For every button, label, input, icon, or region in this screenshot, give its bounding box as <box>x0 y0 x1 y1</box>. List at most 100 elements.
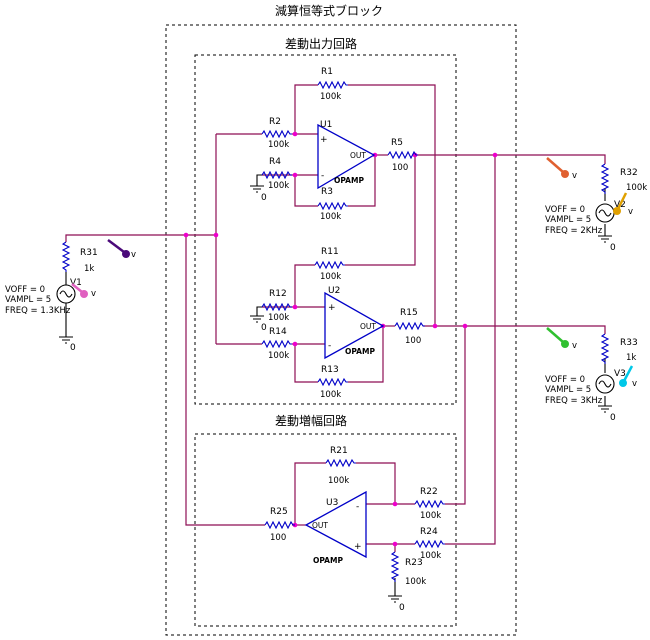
opamp-u1[interactable]: U1 + - OUT OPAMP <box>317 120 376 190</box>
resistor-r4-value: 100k <box>268 181 289 191</box>
source-v2-voff: VOFF = 0 <box>545 205 585 215</box>
resistor-r22[interactable]: R22 100k <box>414 487 445 521</box>
resistor-r11[interactable]: R11 100k <box>314 247 345 282</box>
resistor-r24-name: R24 <box>420 527 438 537</box>
opamp-u1-out: OUT <box>350 151 366 160</box>
resistor-r22-value: 100k <box>420 511 441 521</box>
probe-v3[interactable]: v <box>619 365 637 389</box>
resistor-r11-value: 100k <box>320 272 341 282</box>
ground-v3: 0 <box>598 405 616 423</box>
resistor-r12-value: 100k <box>268 313 289 323</box>
resistor-r32[interactable]: R32 100k <box>600 163 647 194</box>
source-v1-freq: FREQ = 1.3KHz <box>5 306 71 316</box>
resistor-r32-value: 100k <box>626 183 647 193</box>
probe-v1-source[interactable]: v <box>71 283 96 299</box>
resistor-r12[interactable]: R12 100k <box>261 289 292 323</box>
source-v3[interactable]: V3 VOFF = 0 VAMPL = 5 FREQ = 3KHz <box>545 369 626 406</box>
resistor-r4-name: R4 <box>269 157 281 167</box>
resistor-r5[interactable]: R5 100 <box>387 138 418 173</box>
resistor-r1-value: 100k <box>320 92 341 102</box>
probe-r32[interactable]: v <box>546 157 577 181</box>
diff-out-block-title: 差動出力回路 <box>285 36 357 51</box>
source-v3-name: V3 <box>614 369 626 379</box>
ground-u1-r4: 0 <box>250 185 267 203</box>
resistor-r11-name: R11 <box>321 247 339 257</box>
probe-v1-node[interactable]: v <box>107 239 136 260</box>
resistor-r13-name: R13 <box>321 365 339 375</box>
opamp-u2-out: OUT <box>360 322 376 331</box>
resistor-r1[interactable]: R1 100k <box>317 67 348 102</box>
resistor-r4[interactable]: R4 100k <box>261 157 292 191</box>
ground-label: 0 <box>70 343 76 353</box>
opamp-u2-type: OPAMP <box>345 347 375 356</box>
source-v3-freq: FREQ = 3KHz <box>545 396 603 406</box>
resistor-r15[interactable]: R15 100 <box>394 308 425 346</box>
resistor-r31[interactable]: R31 1k <box>61 241 98 274</box>
probe-label: v <box>131 250 136 260</box>
resistor-r14[interactable]: R14 100k <box>261 327 292 361</box>
opamp-u2[interactable]: U2 + - OUT OPAMP <box>324 286 385 360</box>
resistor-r32-name: R32 <box>620 168 638 178</box>
resistor-r13[interactable]: R13 100k <box>317 365 348 400</box>
opamp-u1-minus: - <box>321 171 324 181</box>
opamp-u2-name: U2 <box>328 286 340 296</box>
resistor-r23-value: 100k <box>405 577 426 587</box>
opamp-u2-minus: - <box>328 341 331 351</box>
resistor-r33-name: R33 <box>620 338 638 348</box>
ground-label: 0 <box>261 323 267 333</box>
resistor-r23[interactable]: R23 100k <box>390 551 426 587</box>
resistor-r21[interactable]: R21 100k <box>325 446 356 486</box>
probe-v2[interactable]: v <box>613 192 633 217</box>
resistor-r25[interactable]: R25 100 <box>264 507 295 543</box>
resistor-r22-name: R22 <box>420 487 438 497</box>
opamp-u1-name: U1 <box>320 120 332 130</box>
opamp-u3-out: OUT <box>312 521 328 530</box>
opamp-u3[interactable]: U3 - + OUT OPAMP <box>304 490 367 565</box>
wires <box>65 84 606 596</box>
probe-label: v <box>632 379 637 389</box>
source-v2-vampl: VAMPL = 5 <box>545 215 591 225</box>
source-v1-name: V1 <box>70 278 82 288</box>
resistor-r14-name: R14 <box>269 327 287 337</box>
resistor-r33[interactable]: R33 1k <box>600 333 638 364</box>
source-v3-vampl: VAMPL = 5 <box>545 385 591 395</box>
source-v2-freq: FREQ = 2KHz <box>545 226 603 236</box>
resistor-r14-value: 100k <box>268 351 289 361</box>
resistor-r31-value: 1k <box>84 264 94 274</box>
resistor-r13-value: 100k <box>320 390 341 400</box>
resistor-r31-name: R31 <box>80 248 98 258</box>
resistor-r12-name: R12 <box>269 289 287 299</box>
ground-r23: 0 <box>388 595 405 613</box>
resistor-r3-value: 100k <box>320 212 341 222</box>
resistor-r24[interactable]: R24 100k <box>414 527 445 561</box>
source-v2[interactable]: V2 VOFF = 0 VAMPL = 5 FREQ = 2KHz <box>545 200 626 236</box>
source-v1-vampl: VAMPL = 5 <box>5 295 51 305</box>
ground-label: 0 <box>610 243 616 253</box>
resistor-r3[interactable]: R3 100k <box>317 187 348 222</box>
opamp-u3-type: OPAMP <box>313 556 343 565</box>
opamp-u3-plus: + <box>354 542 362 552</box>
opamp-u3-minus: - <box>356 502 359 512</box>
ground-u2-r12: 0 <box>250 315 267 333</box>
resistor-r2-value: 100k <box>268 140 289 150</box>
source-v1[interactable]: V1 VOFF = 0 VAMPL = 5 FREQ = 1.3KHz <box>5 272 82 316</box>
ground-label: 0 <box>610 413 616 423</box>
resistor-r3-name: R3 <box>321 187 333 197</box>
probe-r33[interactable]: v <box>546 327 577 351</box>
source-v1-voff: VOFF = 0 <box>5 285 45 295</box>
opamp-u3-name: U3 <box>326 498 338 508</box>
resistor-r21-value: 100k <box>328 476 349 486</box>
diff-amp-block-box <box>194 433 457 627</box>
resistor-r15-value: 100 <box>405 336 421 346</box>
resistor-r2-name: R2 <box>269 117 281 127</box>
resistor-r5-value: 100 <box>392 163 408 173</box>
resistor-r15-name: R15 <box>400 308 418 318</box>
ground-v1: 0 <box>59 336 76 353</box>
ground-label: 0 <box>261 193 267 203</box>
ground-label: 0 <box>399 603 405 613</box>
resistor-r21-name: R21 <box>330 446 348 456</box>
resistor-r1-name: R1 <box>321 67 333 77</box>
resistor-r2[interactable]: R2 100k <box>261 117 292 150</box>
